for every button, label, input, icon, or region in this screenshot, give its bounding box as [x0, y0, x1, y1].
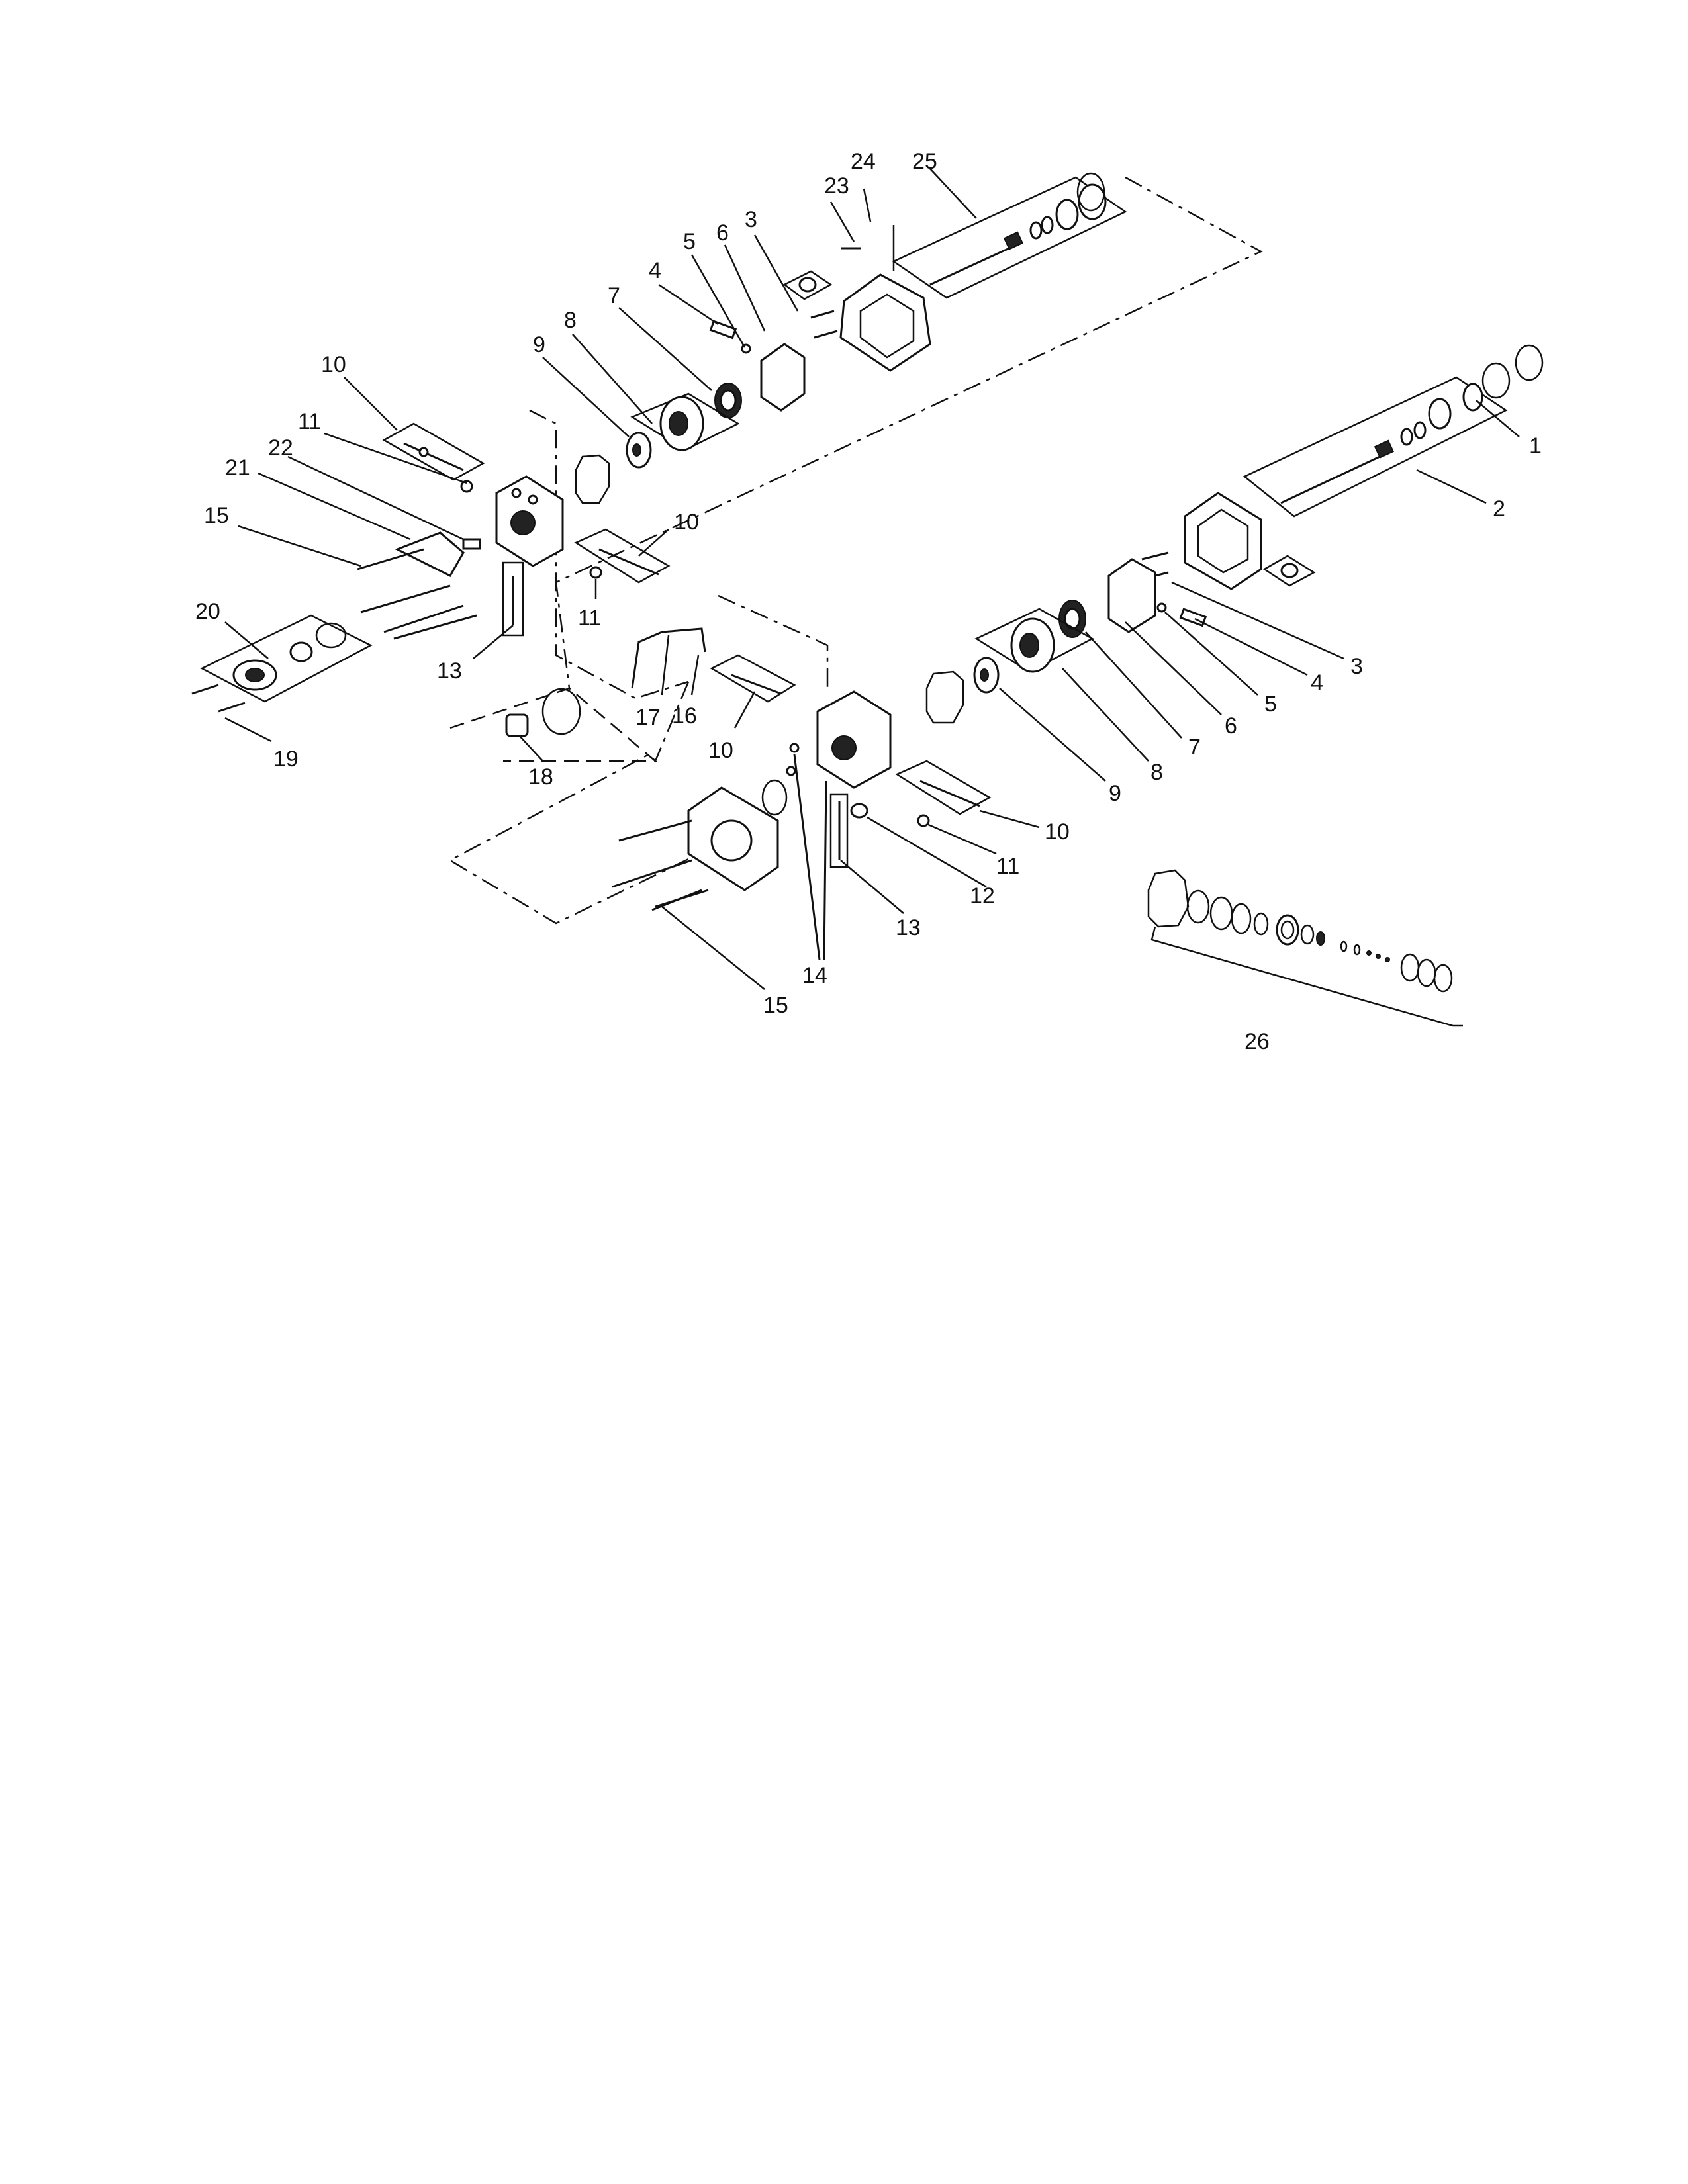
callout-13-upper: 13 — [437, 659, 462, 684]
left-endcap-assembly — [191, 422, 671, 737]
callout-7-right: 7 — [1188, 735, 1201, 760]
callout-5-upper: 5 — [683, 229, 696, 254]
callout-11-lower: 11 — [996, 854, 1019, 879]
assembly-guide-lines — [448, 176, 1263, 925]
callout-11-upper-right: 11 — [578, 606, 601, 631]
callout-16: 16 — [672, 704, 697, 729]
callout-19: 19 — [273, 747, 299, 772]
callout-labels: 24 25 23 3 5 6 4 7 8 9 10 11 22 21 15 10… — [195, 149, 1542, 1054]
callout-12: 12 — [970, 884, 995, 909]
callout-22: 22 — [268, 435, 293, 461]
seal-kit-26 — [1147, 869, 1463, 1027]
callout-9-upper: 9 — [533, 332, 545, 357]
callout-8-right: 8 — [1150, 760, 1163, 785]
callout-24: 24 — [851, 149, 876, 174]
callout-15-upper: 15 — [204, 503, 229, 528]
callout-25: 25 — [912, 149, 937, 174]
right-swashplate — [1107, 558, 1156, 633]
callout-10-lower-left: 10 — [708, 738, 733, 763]
callout-26: 26 — [1244, 1029, 1270, 1054]
lower-center-block — [816, 690, 892, 789]
upper-housing — [839, 273, 931, 372]
upper-swashplate — [760, 343, 806, 412]
lower-center-assembly — [612, 627, 992, 960]
callout-13-lower: 13 — [896, 915, 921, 940]
callout-23: 23 — [824, 173, 849, 199]
callout-15-lower: 15 — [763, 993, 788, 1018]
right-housing — [1184, 492, 1262, 590]
callout-7-upper: 7 — [608, 283, 620, 308]
right-pump-assembly — [925, 344, 1544, 724]
leader-lines — [224, 168, 1520, 990]
callout-18: 18 — [528, 764, 553, 790]
callout-10-lower-right: 10 — [1045, 819, 1070, 844]
callout-4-right: 4 — [1311, 670, 1323, 696]
callout-21: 21 — [225, 455, 250, 480]
callout-6-right: 6 — [1225, 713, 1237, 739]
callout-9-right: 9 — [1109, 781, 1121, 806]
callout-3-right: 3 — [1350, 654, 1363, 679]
callout-10-upper-right: 10 — [674, 510, 699, 535]
callout-4-upper: 4 — [649, 258, 661, 283]
callout-5-right: 5 — [1264, 692, 1277, 717]
shaft-kit-box-upper — [892, 176, 1127, 299]
shaft-kit-box-right — [1243, 376, 1508, 518]
callout-1: 1 — [1529, 433, 1542, 459]
callout-6-upper: 6 — [716, 220, 729, 246]
callout-8-upper: 8 — [564, 308, 577, 333]
callout-3-upper: 3 — [745, 207, 757, 232]
callout-2: 2 — [1493, 496, 1505, 522]
upper-pump-assembly — [575, 172, 1127, 504]
callout-10-upper-left: 10 — [321, 352, 346, 377]
callout-17: 17 — [635, 705, 661, 730]
callout-11-upper-left: 11 — [298, 409, 321, 434]
callout-14: 14 — [802, 963, 827, 988]
callout-20: 20 — [195, 599, 220, 624]
